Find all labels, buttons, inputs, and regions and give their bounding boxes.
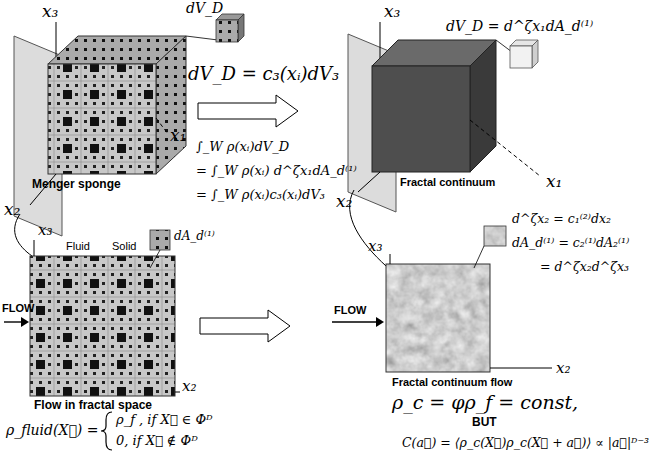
equation: dV_D = d^ζx₁dA_d⁽¹⁾ — [446, 18, 593, 34]
note-label: BUT — [472, 416, 497, 430]
equation: dV_D = c₃(xᵢ)dV₃ — [188, 64, 339, 85]
panel-caption: Fractal continuum — [400, 176, 495, 189]
phase-label: Solid — [112, 240, 136, 253]
axis-label: x₂ — [182, 378, 196, 395]
flow-label: FLOW — [334, 304, 366, 317]
equation: ρ_f , if X⃗ ∈ Φᴰ — [116, 413, 213, 428]
axis-label: x₁ — [546, 172, 562, 192]
panel-caption: Menger sponge — [32, 178, 121, 192]
axis-label: x₃ — [38, 222, 52, 239]
panel-caption: Fractal continuum flow — [392, 376, 512, 389]
volume-label: dV_D — [186, 0, 223, 16]
equation: d^ζx₂ = c₁⁽²⁾dx₂ — [512, 212, 611, 226]
axis-label: x₃ — [384, 2, 400, 22]
equation: ρ_fluid(X⃗) = — [6, 422, 99, 438]
equation: = ∫_W ρ(xᵢ)c₃(xᵢ)dV₃ — [196, 188, 325, 203]
axis-label: x₂ — [336, 192, 352, 212]
phase-label: Fluid — [66, 240, 90, 253]
equation: 0, if X⃗ ∉ Φᴰ — [116, 434, 198, 449]
axis-label: x₃ — [368, 238, 382, 255]
equation: = ∫_W ρ(xᵢ) d^ζx₁dA_d⁽¹⁾ — [196, 164, 357, 179]
equation: dA_d⁽¹⁾ = c₂⁽¹⁾dA₂⁽¹⁾ — [512, 236, 629, 250]
equation: ∫_W ρ(xᵢ)dV_D — [196, 140, 289, 155]
equation: ρ_c = φρ_f = const, — [392, 392, 578, 414]
flow-label: FLOW — [2, 302, 34, 315]
equation: = d^ζx₂d^ζx₃ — [540, 260, 629, 274]
area-label: dA_d⁽¹⁾ — [174, 230, 215, 244]
axis-label: x₂ — [556, 360, 570, 377]
panel-caption: Flow in fractal space — [34, 399, 152, 413]
axis-label: x₂ — [4, 200, 20, 220]
equation: C(a⃗) = ⟨ρ_c(X⃗)ρ_c(X⃗ + a⃗)⟩ ∝ |a⃗|ᴰ⁻³ — [402, 436, 649, 450]
axis-label: x₃ — [42, 2, 58, 22]
axis-label: x₁ — [170, 126, 186, 146]
